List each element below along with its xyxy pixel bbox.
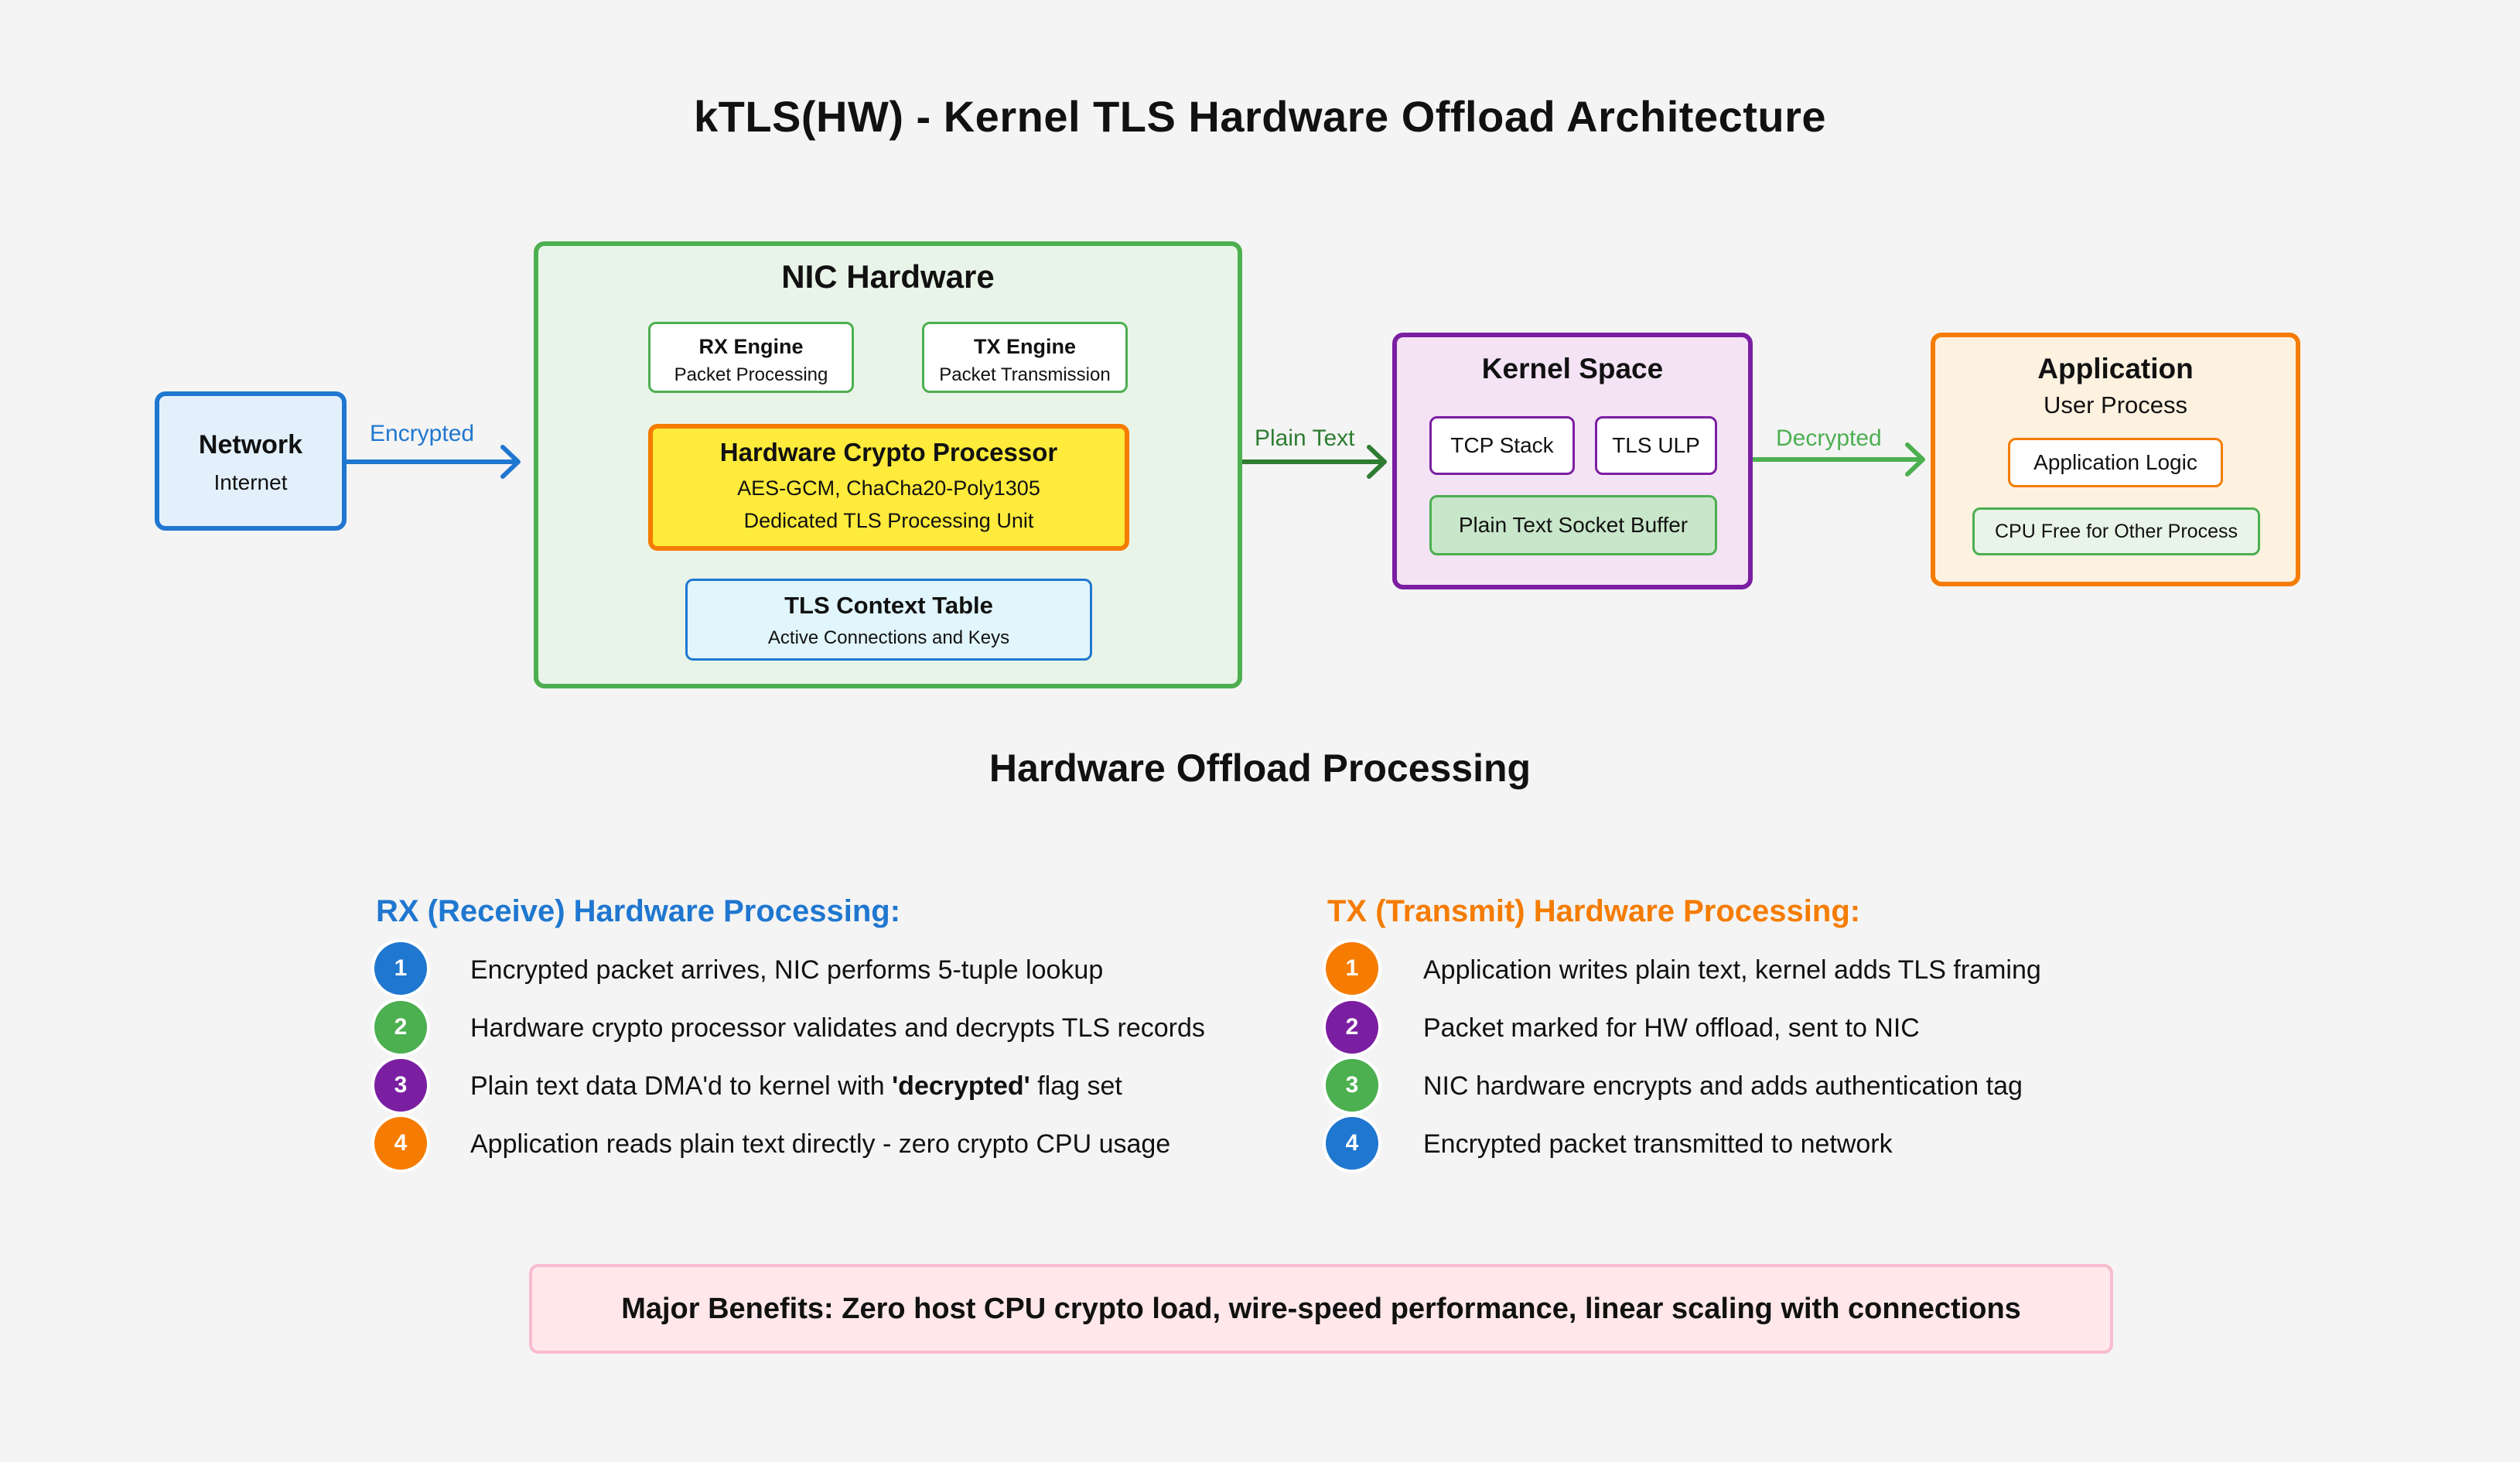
crypto-processor-title: Hardware Crypto Processor <box>719 438 1058 466</box>
arrow-nic-to-kernel <box>1240 445 1387 479</box>
kernel-title: Kernel Space <box>1481 353 1664 384</box>
application-logic-box: Application Logic <box>2008 438 2223 487</box>
rx-engine-box: RX Engine Packet Processing <box>648 322 854 393</box>
tx-engine-box: TX Engine Packet Transmission <box>922 322 1128 393</box>
network-title: Network <box>198 430 303 459</box>
tx-engine-subtitle: Packet Transmission <box>939 364 1111 385</box>
rx-step-text-bold: 'decrypted' <box>892 1071 1030 1101</box>
arrow-label-encrypted: Encrypted <box>370 421 475 446</box>
network-subtitle: Internet <box>213 470 288 494</box>
arrow-network-to-nic <box>344 445 521 479</box>
rx-step-number: 3 <box>374 1059 427 1112</box>
rx-step-text: Application reads plain text directly - … <box>470 1129 1171 1159</box>
tls-context-title: TLS Context Table <box>784 592 993 619</box>
rx-step-text: Encrypted packet arrives, NIC performs 5… <box>470 955 1104 985</box>
tx-step-text: Encrypted packet transmitted to network <box>1423 1129 1893 1159</box>
tx-engine-title: TX Engine <box>973 335 1076 358</box>
rx-engine-title: RX Engine <box>698 335 804 358</box>
tx-step-number: 2 <box>1326 1001 1378 1054</box>
rx-processing-title: RX (Receive) Hardware Processing: <box>376 894 901 928</box>
crypto-processor-algorithms: AES-GCM, ChaCha20-Poly1305 <box>737 477 1040 500</box>
arrow-label-decrypted: Decrypted <box>1776 425 1882 451</box>
rx-step-text: Plain text data DMA'd to kernel with 'de… <box>470 1071 1122 1102</box>
tx-step-text: Packet marked for HW offload, sent to NI… <box>1423 1013 1920 1043</box>
rx-step-text-pre: Plain text data DMA'd to kernel with <box>470 1071 893 1101</box>
tls-context-subtitle: Active Connections and Keys <box>767 627 1010 648</box>
cpu-free-box: CPU Free for Other Process <box>1972 507 2260 555</box>
crypto-processor-box: Hardware Crypto Processor AES-GCM, ChaCh… <box>648 424 1129 551</box>
application-title: Application <box>2037 353 2194 384</box>
page-title: kTLS(HW) - Kernel TLS Hardware Offload A… <box>693 92 1827 141</box>
section-title: Hardware Offload Processing <box>989 746 1531 790</box>
rx-step-number: 1 <box>374 942 427 995</box>
tx-step-number: 1 <box>1326 942 1378 995</box>
plain-text-socket-buffer-box: Plain Text Socket Buffer <box>1429 495 1717 555</box>
rx-step-number: 4 <box>374 1117 427 1170</box>
arrow-kernel-to-app <box>1750 442 1925 477</box>
tx-processing-title: TX (Transmit) Hardware Processing: <box>1327 894 1861 928</box>
rx-step-number: 2 <box>374 1001 427 1054</box>
tls-context-table-box: TLS Context Table Active Connections and… <box>685 579 1092 661</box>
rx-step-text-post: flag set <box>1030 1071 1122 1101</box>
tx-step-text: NIC hardware encrypts and adds authentic… <box>1423 1071 2023 1101</box>
rx-step-text: Hardware crypto processor validates and … <box>470 1013 1205 1043</box>
major-benefits-banner: Major Benefits: Zero host CPU crypto loa… <box>529 1264 2113 1354</box>
arrow-label-plain-text: Plain Text <box>1255 425 1355 451</box>
tx-step-number: 3 <box>1326 1059 1378 1112</box>
crypto-processor-description: Dedicated TLS Processing Unit <box>743 509 1034 532</box>
network-box: Network Internet <box>155 391 347 531</box>
nic-title: NIC Hardware <box>781 258 995 295</box>
tls-ulp-box: TLS ULP <box>1595 416 1717 475</box>
application-subtitle: User Process <box>2043 391 2188 418</box>
tx-step-number: 4 <box>1326 1117 1378 1170</box>
tcp-stack-box: TCP Stack <box>1429 416 1575 475</box>
rx-engine-subtitle: Packet Processing <box>674 364 828 385</box>
tx-step-text: Application writes plain text, kernel ad… <box>1423 955 2041 985</box>
